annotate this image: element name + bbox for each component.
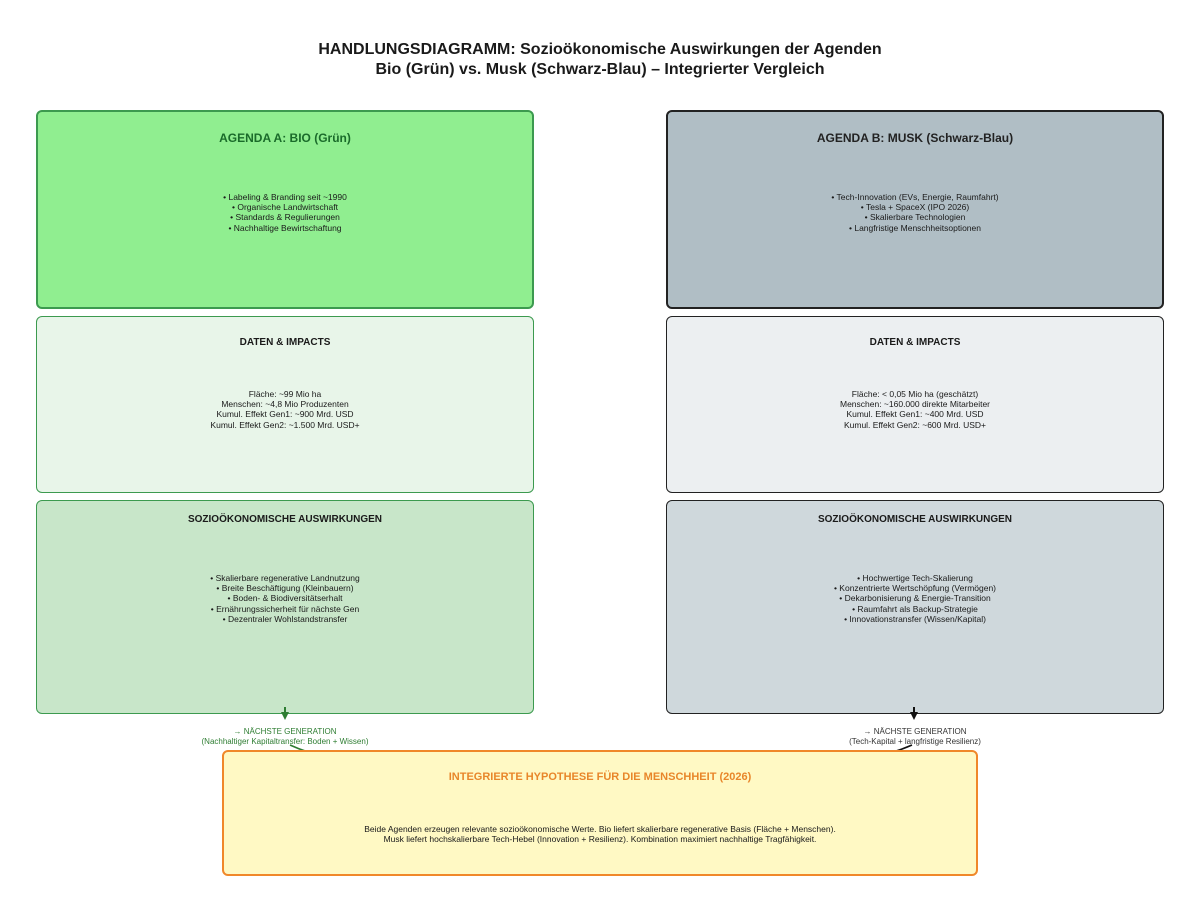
agenda-a-impact-box: SOZIOÖKONOMISCHE AUSWIRKUNGEN • Skalierb…: [36, 500, 534, 714]
agenda-b-heading: AGENDA B: MUSK (Schwarz-Blau): [816, 131, 1014, 145]
agenda-b-impact-item: • Dekarbonisierung & Energie-Transition: [839, 593, 991, 604]
agenda-a-item: • Standards & Regulierungen: [230, 212, 340, 223]
agenda-b-data-item: Kumul. Effekt Gen2: ~600 Mrd. USD+: [843, 419, 987, 430]
agenda-a-impact-item: • Boden- & Biodiversitätserhalt: [227, 593, 343, 604]
agenda-a-data-item: Menschen: ~4,8 Mio Produzenten: [221, 399, 349, 410]
agenda-a-data-heading: DATEN & IMPACTS: [239, 337, 331, 348]
agenda-a-next-gen-label: → NÄCHSTE GENERATION: [233, 727, 337, 736]
agenda-b-next-gen-detail: (Tech-Kapital + langfristige Resilienz): [849, 736, 981, 746]
agenda-a-impact-item: • Dezentraler Wohlstandstransfer: [222, 613, 348, 624]
agenda-a-impact-item: • Breite Beschäftigung (Kleinbauern): [216, 583, 354, 594]
agenda-a-data-item: Fläche: ~99 Mio ha: [248, 389, 322, 399]
agenda-a-data-item: Kumul. Effekt Gen1: ~900 Mrd. USD: [216, 409, 354, 420]
agenda-b-impact-item: • Innovationstransfer (Wissen/Kapital): [844, 613, 986, 624]
agenda-b-data-item: Menschen: ~160.000 direkte Mitarbeiter: [839, 399, 991, 410]
title-line-2: Bio (Grün) vs. Musk (Schwarz-Blau) – Int…: [375, 61, 825, 78]
diagram-title: HANDLUNGSDIAGRAMM: Sozioökonomische Ausw…: [0, 40, 1200, 80]
agenda-b-item: • Tesla + SpaceX (IPO 2026): [860, 202, 970, 213]
agenda-b-next-gen-label: → NÄCHSTE GENERATION: [863, 727, 967, 736]
agenda-a-item: • Labeling & Branding seit ~1990: [223, 192, 347, 202]
agenda-b-data-item: Kumul. Effekt Gen1: ~400 Mrd. USD: [846, 409, 984, 420]
agenda-b-impact-item: • Hochwertige Tech-Skalierung: [857, 573, 973, 583]
agenda-a-data-item: Kumul. Effekt Gen2: ~1.500 Mrd. USD+: [210, 419, 360, 430]
agenda-a-next-generation: → NÄCHSTE GENERATION (Nachhaltiger Kapit…: [185, 727, 385, 746]
agenda-a-impact-items: • Skalierbare regenerative Landnutzung •…: [37, 573, 533, 624]
agenda-a-items: • Labeling & Branding seit ~1990 • Organ…: [38, 192, 532, 233]
agenda-b-data-box: DATEN & IMPACTS Fläche: < 0,05 Mio ha (g…: [666, 316, 1164, 493]
agenda-b-items: • Tech-Innovation (EVs, Energie, Raumfah…: [668, 192, 1162, 233]
agenda-b-impact-box: SOZIOÖKONOMISCHE AUSWIRKUNGEN • Hochwert…: [666, 500, 1164, 714]
agenda-b-data-heading: DATEN & IMPACTS: [869, 337, 961, 348]
agenda-a-item: • Organische Landwirtschaft: [232, 202, 338, 213]
agenda-a-impact-heading: SOZIOÖKONOMISCHE AUSWIRKUNGEN: [187, 514, 383, 525]
hypothesis-box: INTEGRIERTE HYPOTHESE FÜR DIE MENSCHHEIT…: [222, 750, 978, 876]
agenda-b-next-generation: → NÄCHSTE GENERATION (Tech-Kapital + lan…: [815, 727, 1015, 746]
agenda-a-next-gen-detail: (Nachhaltiger Kapitaltransfer: Boden + W…: [201, 736, 369, 746]
agenda-b-impact-item: • Konzentrierte Wertschöpfung (Vermögen): [833, 583, 997, 594]
agenda-b-item: • Tech-Innovation (EVs, Energie, Raumfah…: [831, 192, 999, 202]
agenda-b-impact-item: • Raumfahrt als Backup-Strategie: [852, 603, 978, 614]
agenda-a-data-box: DATEN & IMPACTS Fläche: ~99 Mio ha Mensc…: [36, 316, 534, 493]
agenda-b-box: AGENDA B: MUSK (Schwarz-Blau) • Tech-Inn…: [666, 110, 1164, 309]
agenda-b-impact-heading: SOZIOÖKONOMISCHE AUSWIRKUNGEN: [817, 514, 1013, 525]
agenda-b-data-item: Fläche: < 0,05 Mio ha (geschätzt): [851, 389, 979, 399]
agenda-b-data-items: Fläche: < 0,05 Mio ha (geschätzt) Mensch…: [667, 389, 1163, 430]
agenda-b-item: • Langfristige Menschheitsoptionen: [849, 222, 981, 233]
agenda-a-box: AGENDA A: BIO (Grün) • Labeling & Brandi…: [36, 110, 534, 309]
hypothesis-text: Beide Agenden erzeugen relevante sozioök…: [224, 824, 976, 844]
agenda-b-item: • Skalierbare Technologien: [864, 212, 966, 223]
hypothesis-line: Beide Agenden erzeugen relevante sozioök…: [364, 824, 836, 834]
agenda-a-impact-item: • Skalierbare regenerative Landnutzung: [210, 573, 360, 583]
agenda-a-heading: AGENDA A: BIO (Grün): [219, 131, 351, 145]
agenda-b-impact-items: • Hochwertige Tech-Skalierung • Konzentr…: [667, 573, 1163, 624]
agenda-a-data-items: Fläche: ~99 Mio ha Menschen: ~4,8 Mio Pr…: [37, 389, 533, 430]
agenda-a-impact-item: • Ernährungssicherheit für nächste Gen: [210, 603, 360, 614]
hypothesis-heading: INTEGRIERTE HYPOTHESE FÜR DIE MENSCHHEIT…: [448, 771, 752, 783]
agenda-a-item: • Nachhaltige Bewirtschaftung: [228, 222, 342, 233]
title-line-1: HANDLUNGSDIAGRAMM: Sozioökonomische Ausw…: [318, 41, 882, 58]
hypothesis-line: Musk liefert hochskalierbare Tech-Hebel …: [383, 834, 817, 845]
